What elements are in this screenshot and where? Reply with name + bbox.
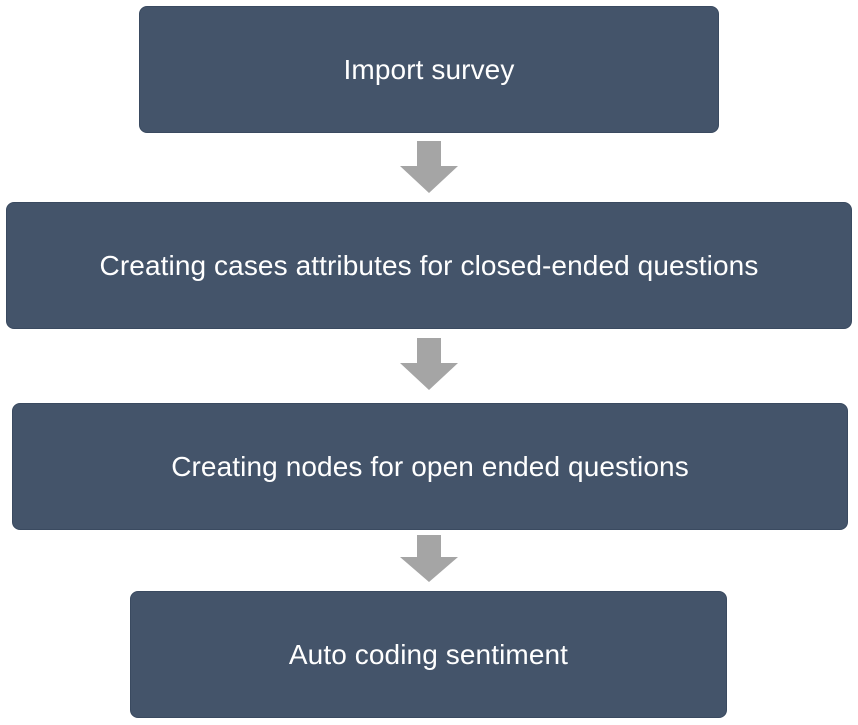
down-arrow-icon <box>400 338 458 390</box>
step-label: Auto coding sentiment <box>288 638 569 670</box>
step-creating-nodes: Creating nodes for open ended questions <box>12 403 848 530</box>
step-label: Creating nodes for open ended questions <box>171 450 689 482</box>
step-creating-cases-attributes: Creating cases attributes for closed-end… <box>6 202 852 329</box>
step-import-survey: Import survey <box>139 6 719 133</box>
step-auto-coding-sentiment: Auto coding sentiment <box>130 591 727 718</box>
step-label: Creating cases attributes for closed-end… <box>99 249 759 281</box>
down-arrow-icon <box>400 535 458 582</box>
step-label: Import survey <box>343 53 515 85</box>
down-arrow-icon <box>400 141 458 193</box>
